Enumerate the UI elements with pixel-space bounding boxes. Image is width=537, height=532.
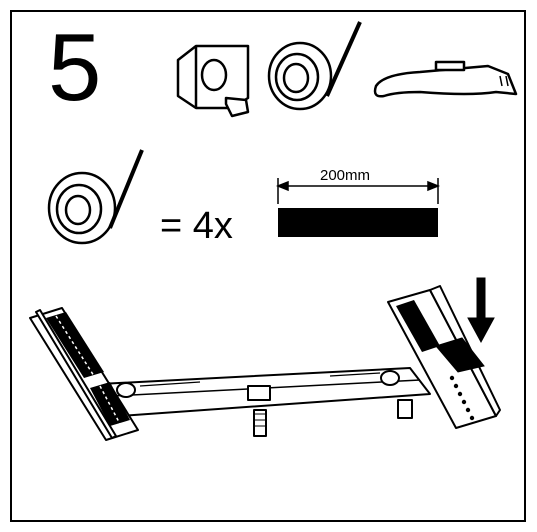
tape-strip: [278, 208, 438, 237]
adhesive-tape-roll-icon: [267, 21, 362, 111]
bracket-holes: [449, 375, 475, 421]
tape-roll-quantity-icon: [47, 149, 144, 245]
mounting-bracket: [99, 367, 431, 437]
tape-strip-applied-right: [396, 300, 440, 352]
strip-dimension-line: [275, 178, 441, 204]
strip-length-label: 200mm: [320, 167, 371, 184]
instruction-panel: [10, 10, 526, 522]
tape-quantity-label: = 4x: [160, 205, 233, 247]
tape-strip-peeling: [435, 337, 485, 373]
tape-measure-icon: [176, 44, 250, 118]
utility-knife-icon: [373, 60, 518, 98]
step-number: 5: [48, 14, 102, 121]
press-down-arrow-icon: [467, 277, 495, 344]
